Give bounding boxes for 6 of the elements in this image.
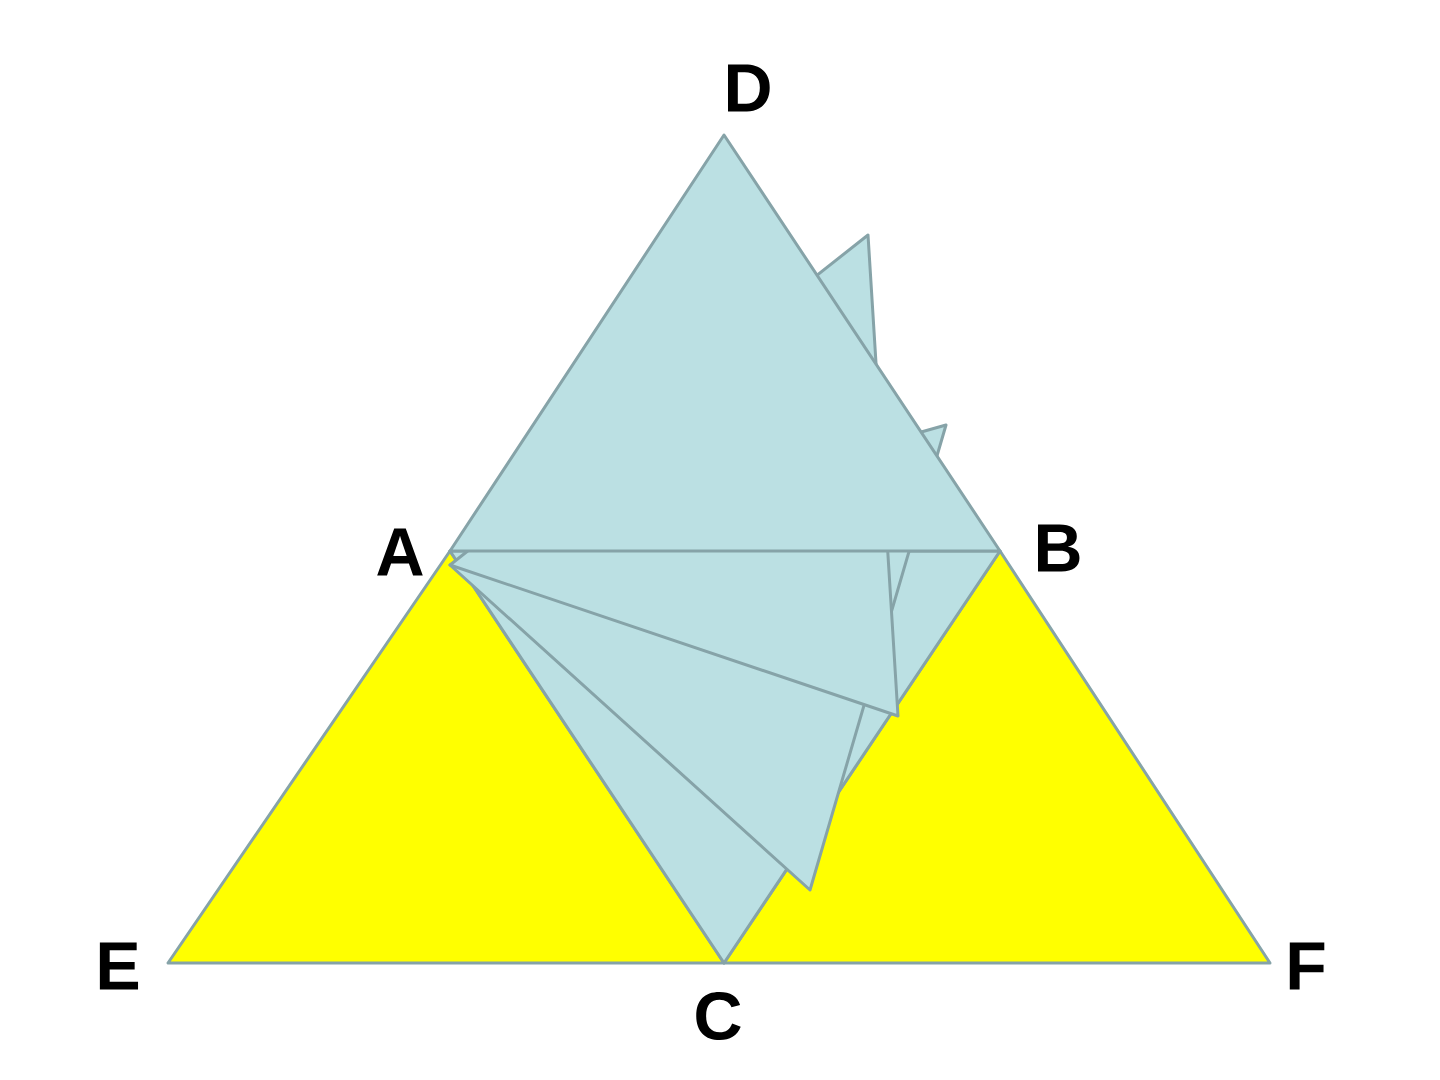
point-label: C <box>696 991 741 1041</box>
point-label: F <box>1289 942 1325 990</box>
point-label: A <box>377 528 423 576</box>
point-label: D <box>728 64 770 112</box>
point-label: B <box>1038 524 1080 572</box>
point-label: E <box>99 942 139 990</box>
